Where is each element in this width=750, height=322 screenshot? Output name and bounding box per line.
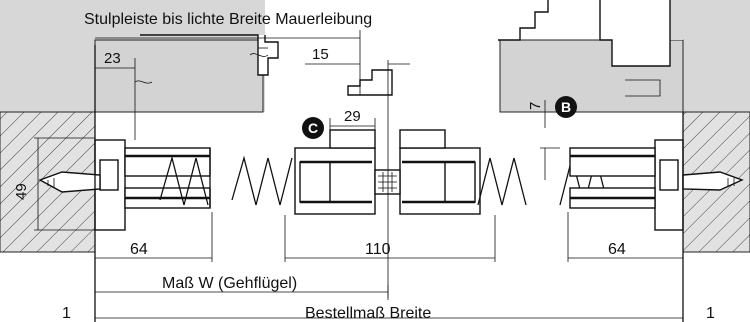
badge-c-text: C xyxy=(308,120,318,136)
label-ref-left: 1 xyxy=(62,305,71,322)
label-bestellmass: Bestellmaß Breite xyxy=(305,305,431,322)
frame-left xyxy=(94,139,211,231)
frame-right xyxy=(569,139,684,231)
title-top: Stulpleiste bis lichte Breite Mauerleibu… xyxy=(84,11,372,28)
dim-49: 49 xyxy=(13,183,30,200)
dim-110: 110 xyxy=(365,241,391,258)
center-seal xyxy=(374,169,401,195)
dim-64-right: 64 xyxy=(608,241,626,258)
dim-29: 29 xyxy=(344,108,361,125)
sash-center-left xyxy=(294,129,376,215)
spring-left xyxy=(159,155,293,206)
wall-left xyxy=(0,0,96,253)
badge-b: B xyxy=(555,96,577,118)
reference-lines xyxy=(94,45,684,322)
label-mass-w: Maß W (Gehflügel) xyxy=(162,275,297,292)
anchor-left xyxy=(38,171,101,193)
dim-23: 23 xyxy=(104,50,121,67)
dim-15: 15 xyxy=(312,46,329,63)
dim-7: 7 xyxy=(527,102,544,110)
lintel-left xyxy=(94,0,265,113)
badge-b-text: B xyxy=(561,99,571,115)
wall-right xyxy=(682,0,750,253)
label-ref-right: 1 xyxy=(706,305,715,322)
dim-64-left: 64 xyxy=(130,241,148,258)
dimension-lines xyxy=(34,30,683,319)
sash-center-right xyxy=(399,129,481,215)
badge-c: C xyxy=(302,117,324,139)
lintel-profile-top xyxy=(134,0,671,97)
